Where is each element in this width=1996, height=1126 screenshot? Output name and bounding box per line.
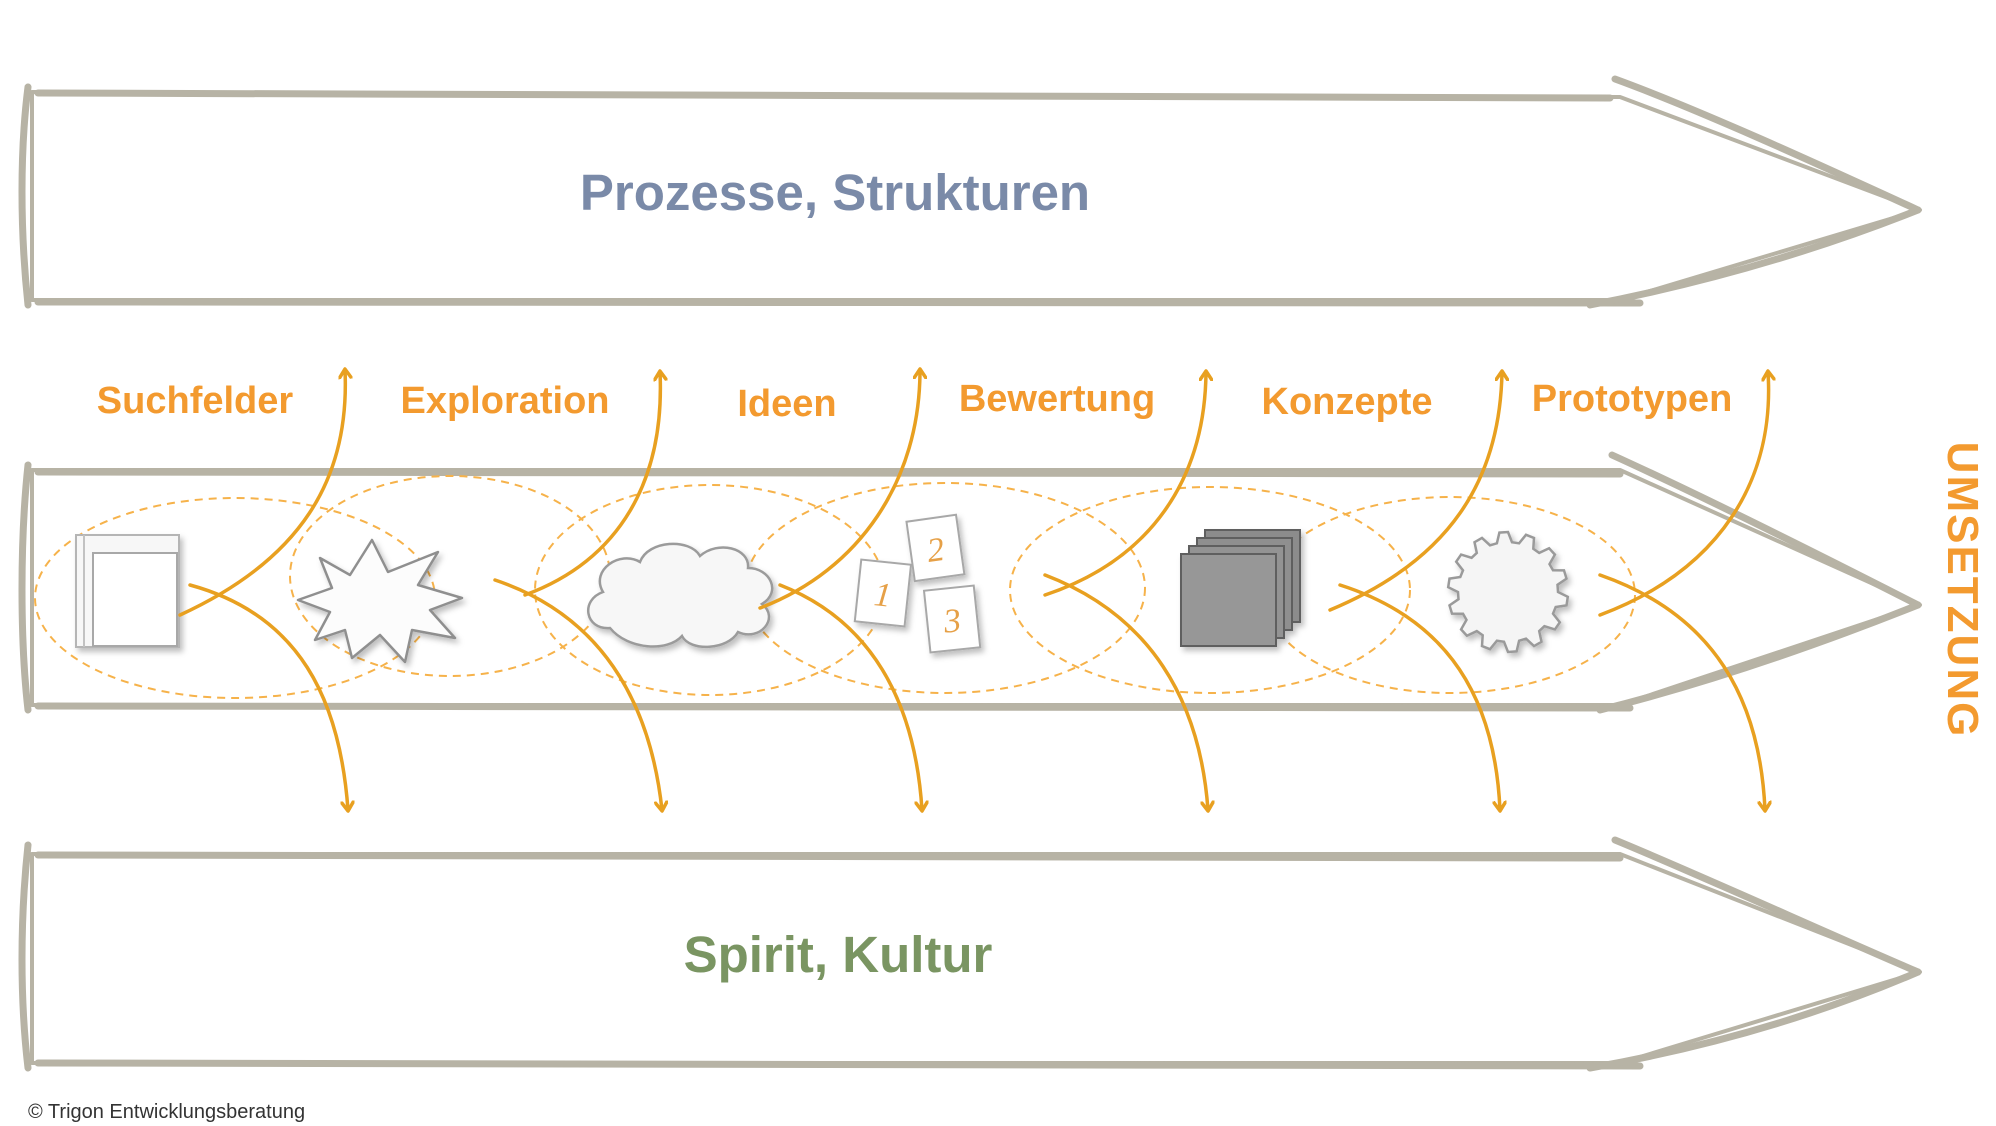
stage-label-suchfelder: Suchfelder [97, 380, 294, 422]
flow-arrows [178, 370, 1769, 810]
card-number-2: 2 [925, 531, 947, 570]
stage-label-ideen: Ideen [737, 383, 836, 425]
up-arrow-1 [178, 370, 345, 617]
band-title-culture: Spirit, Kultur [684, 926, 993, 983]
down-arrow-6 [1598, 573, 1765, 810]
copyright-note: © Trigon Entwicklungsberatung [28, 1101, 305, 1123]
card-number-3: 3 [941, 602, 963, 641]
explosion-icon [296, 538, 464, 664]
stage-label-bewertung: Bewertung [959, 378, 1155, 420]
stage-label-konzepte: Konzepte [1262, 381, 1433, 423]
stacked-sheets-icon [1180, 529, 1301, 647]
numbered-cards-icon: 2 1 3 [853, 513, 982, 654]
middle-band-arrow [18, 451, 1922, 714]
down-arrow-2 [493, 578, 662, 810]
up-arrow-2 [523, 372, 660, 597]
top-band-arrow [18, 75, 1922, 309]
down-arrow-5 [1338, 583, 1500, 810]
phase-ellipse-5 [1009, 486, 1411, 694]
band-title-processes: Prozesse, Strukturen [580, 164, 1090, 221]
up-arrow-3 [758, 370, 920, 610]
up-arrow-5 [1328, 372, 1502, 612]
frame-icon [75, 534, 180, 648]
side-label-umsetzung: UMSETZUNG [1938, 442, 1987, 739]
cloud-icon [586, 542, 774, 649]
stage-label-prototypen: Prototypen [1532, 378, 1733, 420]
stage-label-exploration: Exploration [400, 380, 609, 422]
down-arrow-1 [188, 583, 348, 810]
up-arrow-4 [1043, 372, 1206, 597]
down-arrow-4 [1043, 573, 1208, 810]
bottom-band-arrow [18, 836, 1922, 1072]
down-arrow-3 [778, 583, 922, 810]
gear-icon [1446, 530, 1570, 654]
card-number-1: 1 [872, 576, 893, 615]
